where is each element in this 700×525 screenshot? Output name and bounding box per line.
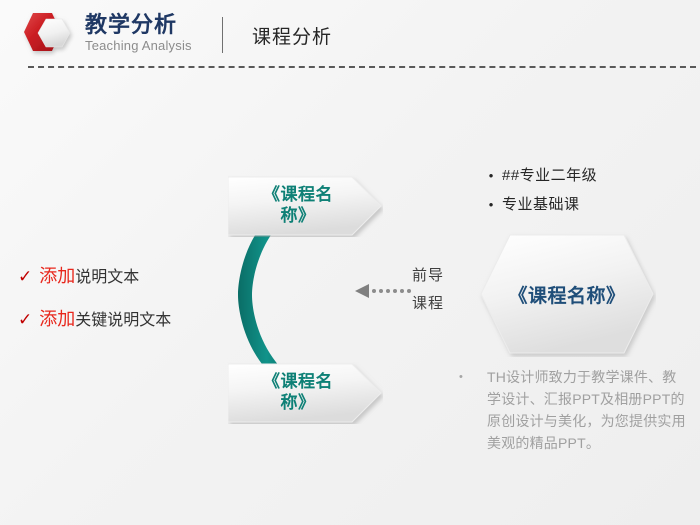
dotted-left-arrow-icon	[355, 283, 413, 299]
teal-arc-icon	[238, 205, 348, 385]
brand-block: 教学分析 Teaching Analysis	[85, 12, 215, 54]
chevron-label-line2: 称》	[280, 206, 316, 225]
list-item-label: 关键说明文本	[75, 312, 172, 329]
page-title: 课程分析	[252, 27, 333, 48]
bullet-dot-icon: •	[459, 371, 463, 383]
vertical-divider-icon	[222, 17, 223, 53]
list-item: ✓ 添加 关键说明文本	[18, 305, 228, 331]
arrow-label-line1: 前导	[412, 267, 445, 284]
chevron-right-shape-icon[interactable]: 《课程名 称》	[228, 362, 383, 424]
list-item: ✓ 添加 说明文本	[18, 262, 228, 288]
chevron-label: 《课程名 称》	[242, 184, 354, 226]
dashed-rule-icon	[28, 66, 696, 68]
list-item-label: 说明文本	[75, 269, 140, 286]
list-item-accent: 添加	[39, 266, 76, 286]
arrow-label-line2: 课程	[412, 295, 445, 312]
bullet-dot-icon: •	[488, 197, 494, 212]
list-item-accent: 添加	[39, 309, 76, 329]
chevron-label-line1: 《课程名	[263, 372, 333, 391]
check-icon: ✓	[18, 310, 33, 329]
list-item-label: ##专业二年级	[502, 167, 598, 184]
chevron-label-line1: 《课程名	[263, 185, 333, 204]
bullet-dot-icon: •	[488, 168, 494, 183]
slide-header: 教学分析 Teaching Analysis 课程分析	[0, 0, 700, 70]
hexagon-shape-icon[interactable]: 《课程名称》	[478, 232, 656, 357]
hexagon-logo-icon	[16, 9, 78, 59]
chevron-right-shape-icon[interactable]: 《课程名 称》	[228, 175, 383, 237]
list-item: • 专业基础课	[480, 193, 695, 214]
left-bullet-list: ✓ 添加 说明文本 ✓ 添加 关键说明文本	[18, 262, 228, 348]
right-bottom-description: • TH设计师致力于教学课件、教学设计、汇报PPT及相册PPT的原创设计与美化，…	[455, 366, 690, 454]
right-top-bullet-list: • ##专业二年级 • 专业基础课	[480, 164, 695, 222]
chevron-label: 《课程名 称》	[242, 371, 354, 413]
list-item: • ##专业二年级	[480, 164, 695, 185]
check-icon: ✓	[18, 267, 33, 286]
arrow-label: 前导 课程	[412, 262, 476, 318]
chevron-label-line2: 称》	[280, 393, 316, 412]
brand-title-cn: 教学分析	[85, 12, 178, 37]
brand-title-en: Teaching Analysis	[85, 38, 192, 53]
list-item-label: 专业基础课	[502, 196, 580, 213]
hexagon-label: 《课程名称》	[508, 286, 626, 307]
description-text: TH设计师致力于教学课件、教学设计、汇报PPT及相册PPT的原创设计与美化，为您…	[487, 369, 686, 451]
